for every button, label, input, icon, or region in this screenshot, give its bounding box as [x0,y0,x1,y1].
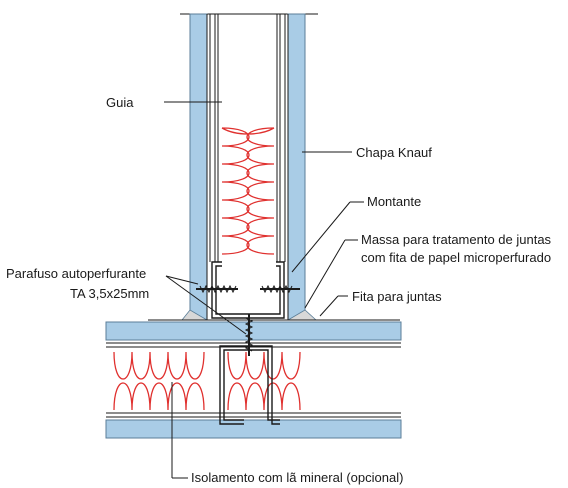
label-massa-line2: com fita de papel microperfurado [361,250,551,265]
horizontal-wall [105,314,402,439]
stud-screws [196,284,300,294]
vertical-wall [180,13,318,321]
top-horizontal-board [105,321,402,341]
left-vertical-board [189,13,208,321]
guia-track [206,14,289,320]
leader-lines [164,101,364,479]
horizontal-profile-lines [106,342,401,418]
bottom-horizontal-board [105,419,402,439]
vertical-screw [244,314,254,356]
horizontal-stud-profile [219,345,280,425]
label-montante: Montante [367,194,421,209]
right-vertical-board [287,13,306,321]
label-parafuso-line1: Parafuso autoperfurante [6,266,146,281]
vertical-insulation [221,127,275,255]
label-chapa-knauf: Chapa Knauf [356,145,432,160]
label-fita-para-juntas: Fita para juntas [352,289,442,304]
label-massa-line1: Massa para tratamento de juntas [361,232,552,247]
horizontal-insulation [113,351,301,411]
label-parafuso-line2: TA 3,5x25mm [70,286,149,301]
label-isolamento: Isolamento com lã mineral (opcional) [191,470,403,485]
label-guia: Guia [106,95,134,110]
